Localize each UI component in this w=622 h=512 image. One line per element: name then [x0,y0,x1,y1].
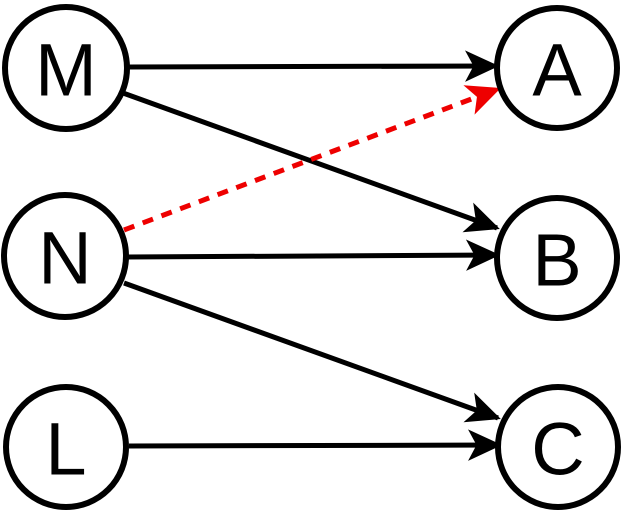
node-c-label: C [531,408,584,491]
node-n-circle[interactable] [1,192,129,320]
node-n[interactable]: N [1,192,129,320]
edge-n-to-c[interactable] [123,280,501,423]
edge-l-to-c[interactable] [128,429,502,461]
edge-m-to-b[interactable] [122,90,500,233]
node-b[interactable]: B [494,195,620,321]
node-n-label: N [38,217,91,300]
node-m[interactable]: M [2,4,130,132]
node-m-circle[interactable] [2,4,130,132]
node-c[interactable]: C [495,384,621,510]
edge-n-to-b[interactable] [126,239,500,271]
node-m-label: M [35,29,97,112]
node-c-circle[interactable] [495,384,621,510]
node-a[interactable]: A [494,5,620,131]
node-a-circle[interactable] [494,5,620,131]
node-a-label: A [532,29,582,112]
edge-n-to-a[interactable] [123,85,501,233]
node-b-circle[interactable] [494,195,620,321]
node-l-label: L [45,408,86,491]
node-l-circle[interactable] [3,384,129,510]
edge-layer [122,50,502,461]
edge-m-to-a[interactable] [127,50,499,82]
node-l[interactable]: L [3,384,129,510]
node-layer: M N L A B C [1,4,621,510]
node-b-label: B [532,219,581,302]
